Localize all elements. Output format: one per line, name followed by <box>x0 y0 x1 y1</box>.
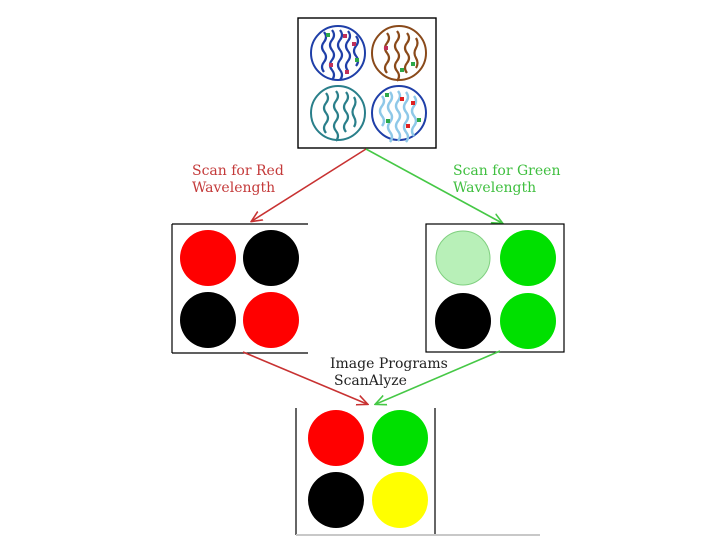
scan-red-label: Scan for Red Wavelength <box>192 163 284 196</box>
sample-well-teal <box>310 85 366 142</box>
sample-well-blue <box>310 25 366 81</box>
scan-green-label: Scan for Green Wavelength <box>453 163 561 196</box>
red-scan-spot-1 <box>180 230 236 286</box>
combined-spot-2 <box>372 410 428 466</box>
red-scan-spot-2 <box>243 230 299 286</box>
green-scan-panel <box>425 223 565 353</box>
green-scan-spot-3 <box>435 293 491 349</box>
arrow-red-to-combined <box>242 351 367 404</box>
red-scan-spot-3 <box>180 292 236 348</box>
combined-spot-3 <box>308 472 364 528</box>
arrow-green-to-combined <box>376 350 501 404</box>
image-programs-label: Image Programs ScanAlyze <box>330 356 448 389</box>
red-scan-panel <box>171 223 308 354</box>
sample-well-light-blue <box>371 85 427 143</box>
arrow-to-red-scan <box>252 148 367 221</box>
combined-panel <box>295 408 540 536</box>
sample-panel <box>297 17 437 149</box>
green-scan-spot-4 <box>500 293 556 349</box>
green-scan-spot-1 <box>435 230 491 286</box>
red-scan-spot-4 <box>243 292 299 348</box>
sample-well-brown <box>371 25 427 82</box>
green-scan-spot-2 <box>500 230 556 286</box>
combined-spot-4 <box>372 472 428 528</box>
combined-spot-1 <box>308 410 364 466</box>
arrow-to-green-scan <box>365 148 502 223</box>
